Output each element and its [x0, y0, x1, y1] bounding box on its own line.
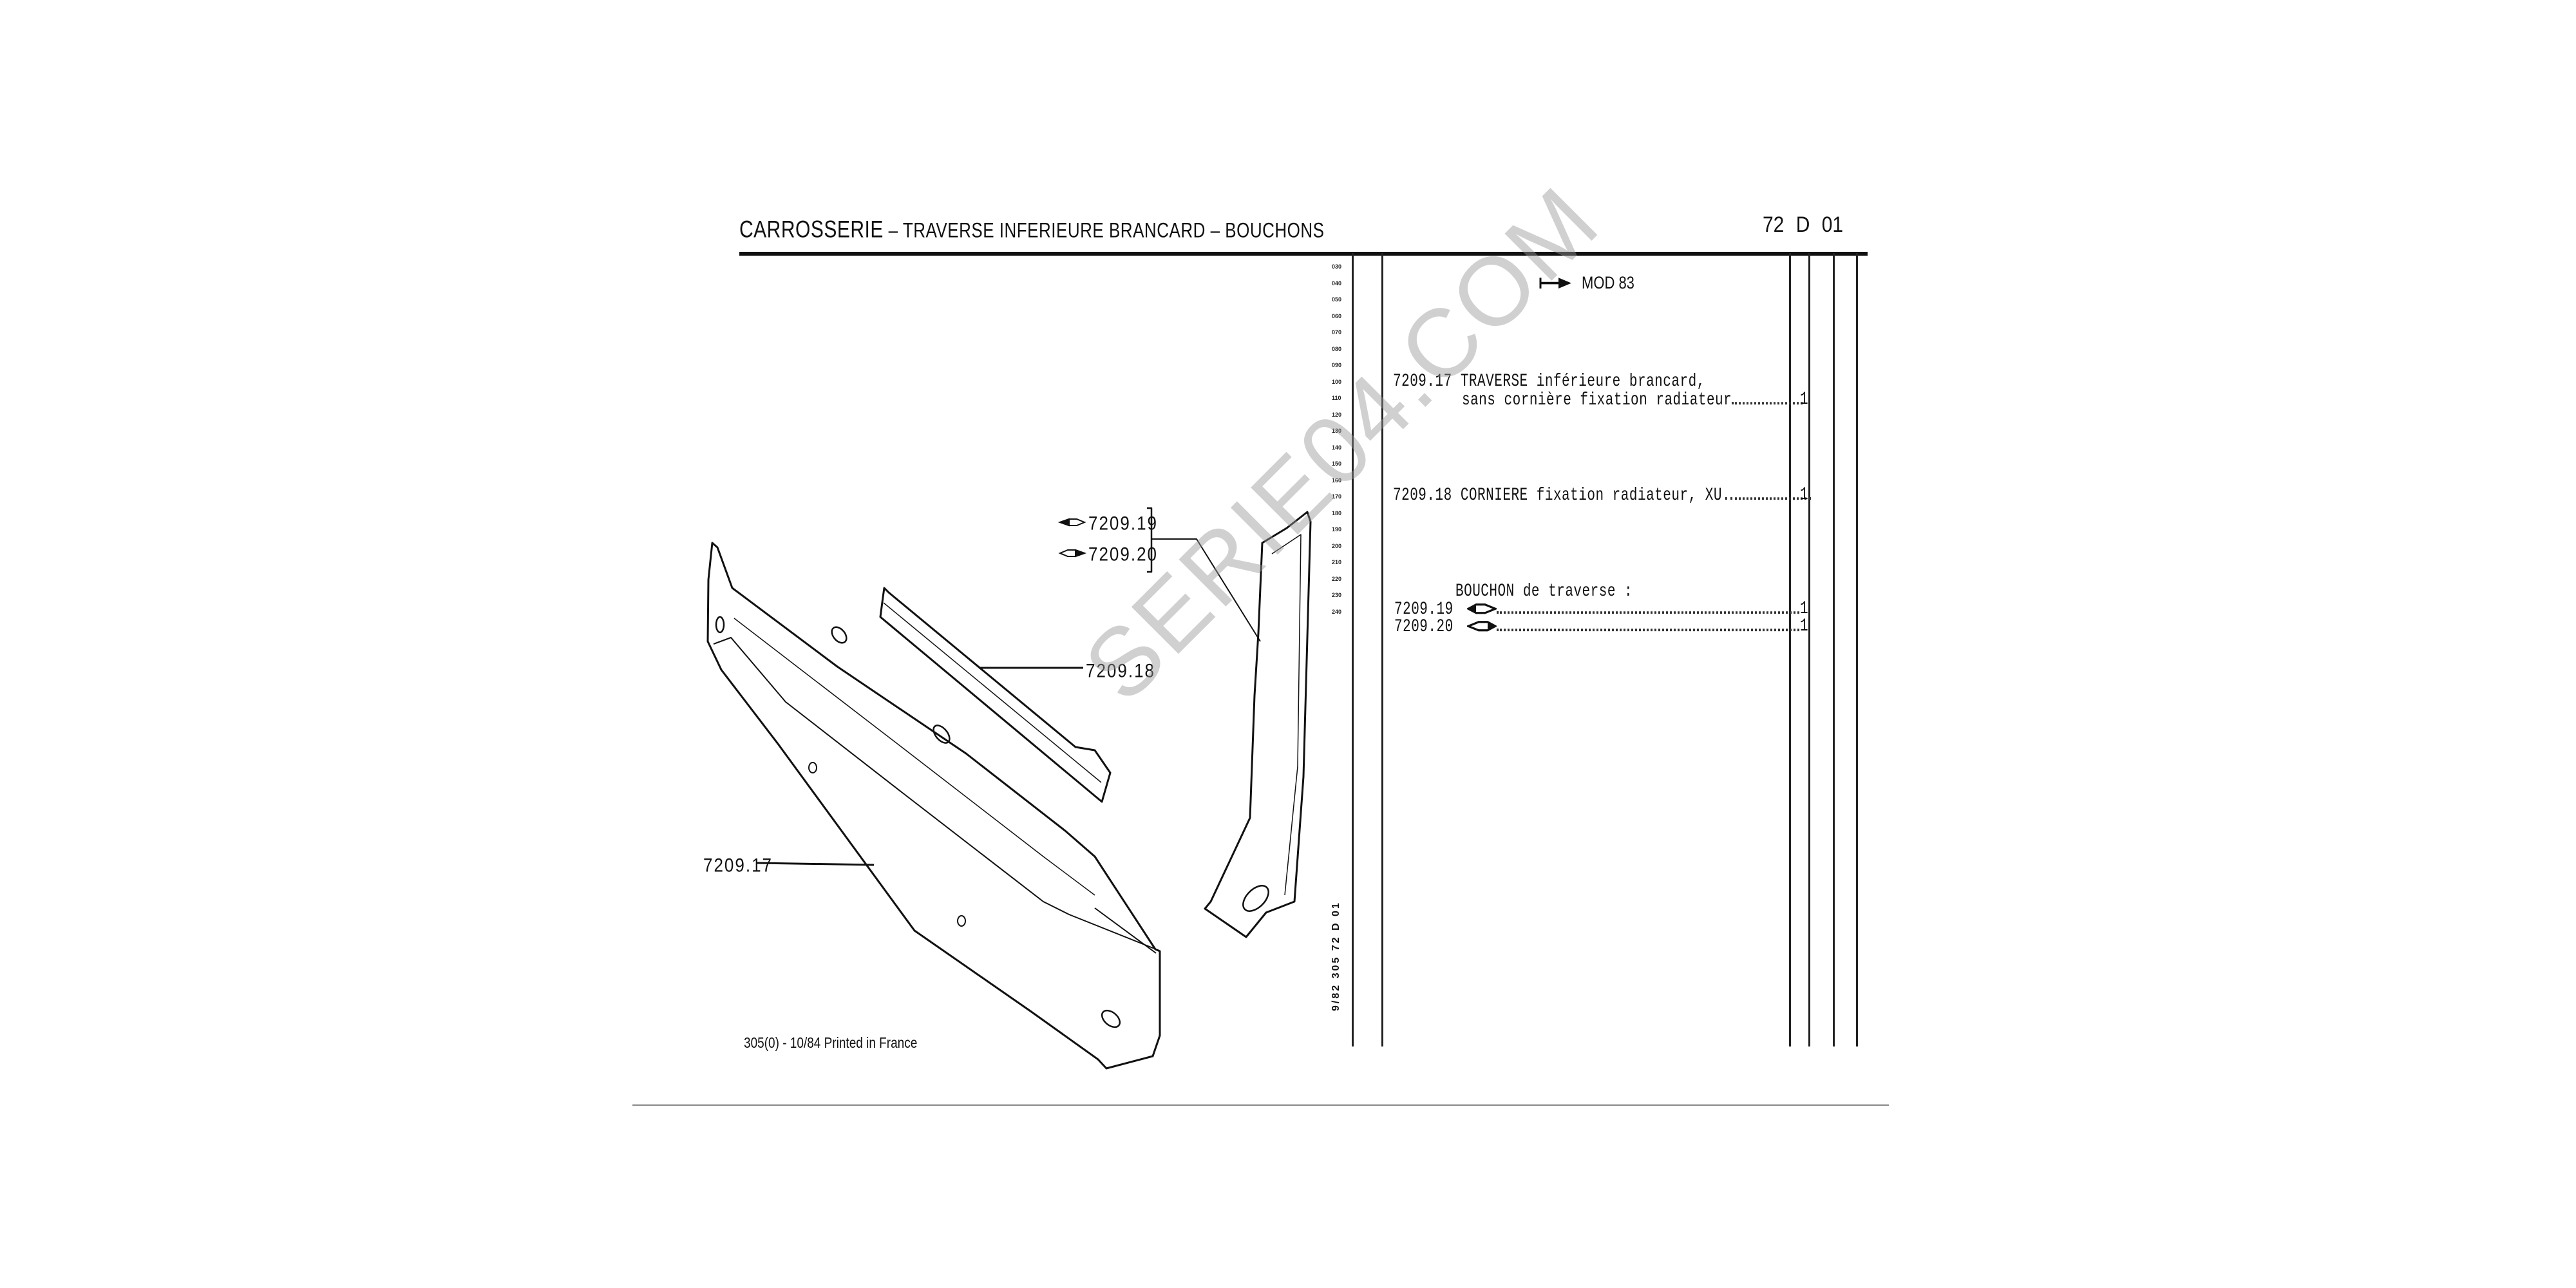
column-divider: [1856, 253, 1858, 1046]
ruler-tick-label: 180: [1332, 509, 1342, 516]
ruler-tick-label: 170: [1332, 493, 1342, 500]
part-qty: 1: [1800, 390, 1808, 410]
ruler-tick-label: 090: [1332, 362, 1342, 368]
part-row-7209-19: 7209.19: [1394, 600, 1799, 620]
column-divider: [1381, 253, 1383, 1046]
right-plug-icon: [1465, 621, 1498, 632]
ruler-tick-label: 150: [1332, 460, 1342, 467]
ruler-tick-label: 140: [1332, 444, 1342, 451]
ruler-tick-label: 130: [1332, 428, 1342, 434]
ruler-tick-label: 100: [1332, 378, 1342, 385]
part-desc-cont: sans cornière fixation radiateur: [1462, 391, 1732, 411]
ruler-tick-label: 110: [1332, 395, 1341, 401]
dot-leader: [1730, 486, 1812, 500]
dot-leader: [1732, 390, 1803, 405]
model-label: MOD 83: [1582, 273, 1634, 292]
arrow-from-bar-icon: [1539, 278, 1571, 289]
ruler-tick-label: 030: [1332, 263, 1342, 270]
part-row-7209-17: 7209.17 TRAVERSE inférieure brancard,: [1393, 372, 1705, 392]
part-ref: 7209.19: [1394, 600, 1454, 620]
ruler-tick-label: 190: [1332, 526, 1342, 533]
ruler-tick-label: 200: [1332, 542, 1342, 549]
bottom-rule: [632, 1104, 1889, 1106]
label-7209-20: 7209.20: [1088, 543, 1158, 565]
left-plug-icon: [1466, 603, 1499, 615]
part-qty: 1: [1800, 486, 1808, 505]
part-ref: 7209.18: [1393, 486, 1452, 506]
label-7209-19: 7209.19: [1088, 512, 1158, 535]
ruler-tick-label: 230: [1332, 592, 1342, 598]
title-sub: – TRAVERSE INFERIEURE BRANCARD – BOUCHON…: [888, 218, 1325, 243]
part-desc: CORNIERE fixation radiateur, XU.: [1460, 486, 1731, 506]
ruler-tick-label: 060: [1332, 312, 1342, 319]
bracket-drawing: [1204, 511, 1312, 938]
crossmember-drawing: [706, 542, 1161, 1070]
part-qty: 1: [1800, 600, 1808, 619]
ruler-tick-label: 080: [1332, 345, 1342, 352]
part-row-7209-18: 7209.18 CORNIERE fixation radiateur, XU.: [1393, 486, 1812, 506]
part-row-7209-17-line2: sans cornière fixation radiateur: [1462, 390, 1803, 410]
label-7209-18: 7209.18: [1086, 659, 1155, 682]
part-ref: 7209.20: [1394, 618, 1454, 638]
ruler-tick-label: 160: [1332, 477, 1342, 484]
title-main: CARROSSERIE: [739, 216, 884, 243]
radiator-angle-drawing: [879, 587, 1112, 803]
part-ref: 7209.17: [1393, 372, 1452, 392]
part-desc: TRAVERSE inférieure brancard,: [1460, 372, 1705, 392]
bouchon-heading: BOUCHON de traverse :: [1455, 582, 1633, 601]
header-rule: [739, 252, 1868, 256]
ruler-tick-label: 220: [1332, 575, 1342, 582]
dot-leader: [1496, 600, 1799, 614]
column-divider: [1352, 253, 1354, 1046]
page-reference: 72 D 01: [1763, 213, 1844, 237]
ruler-tick-label: 120: [1332, 411, 1342, 418]
ruler-tick-label: 050: [1332, 296, 1342, 303]
dot-leader: [1496, 617, 1799, 632]
diagram-plug-icons: [1058, 518, 1086, 558]
column-divider: [1808, 253, 1810, 1046]
part-qty: 1: [1800, 617, 1808, 636]
model-note: MOD 83: [1539, 273, 1634, 293]
ruler-tick-label: 210: [1332, 559, 1342, 565]
ruler-scale: 030 040 050 060 070 080 090 100 110 120 130 140 150 1…: [1332, 263, 1349, 624]
page-title: CARROSSERIE – TRAVERSE INFERIEURE BRANCA…: [739, 216, 1325, 244]
column-divider: [1833, 253, 1835, 1046]
column-divider: [1789, 253, 1791, 1046]
ruler-tick-label: 040: [1332, 279, 1342, 287]
part-row-7209-20: 7209.20: [1394, 617, 1799, 637]
ruler-tick-label: 240: [1332, 608, 1342, 615]
label-7209-17: 7209.17: [703, 854, 773, 876]
ruler-tick-label: 070: [1332, 329, 1342, 336]
footer-print-info: 305(0) - 10/84 Printed in France: [744, 1036, 918, 1052]
